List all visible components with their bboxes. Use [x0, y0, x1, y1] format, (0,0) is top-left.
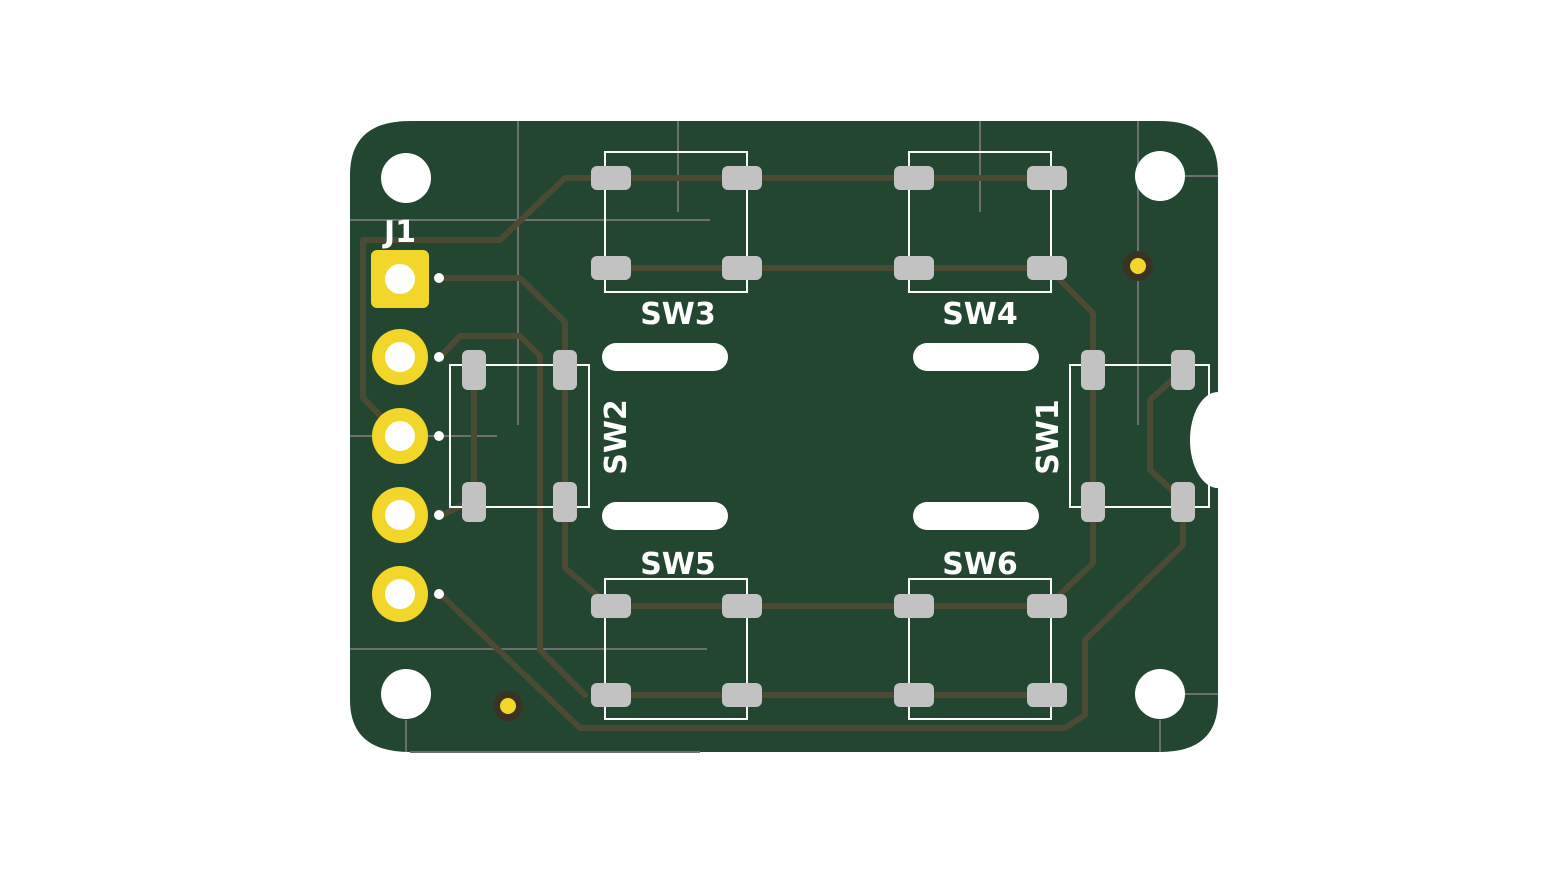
connector-j1: [371, 250, 444, 622]
mounting-hole-bottom-left: [381, 669, 431, 719]
sw2-outline: [449, 364, 590, 508]
mounting-hole-top-left: [381, 153, 431, 203]
switch-slots: [602, 343, 1039, 530]
label-sw5: SW5: [640, 547, 716, 582]
sw6-outline: [908, 578, 1052, 720]
slot-bottom-left: [602, 502, 728, 530]
slot-bottom-right: [913, 502, 1039, 530]
sw1-outline: [1069, 364, 1210, 508]
label-sw2: SW2: [599, 399, 634, 475]
fiducials: [493, 251, 1153, 721]
mounting-hole-bottom-right: [1135, 669, 1185, 719]
sw5-outline: [604, 578, 748, 720]
switch-outlines: [449, 151, 1210, 720]
label-sw6: SW6: [942, 547, 1018, 582]
mounting-hole-top-right: [1135, 151, 1185, 201]
label-j1: J1: [382, 215, 416, 250]
sw4-outline: [908, 151, 1052, 293]
label-sw3: SW3: [640, 297, 716, 332]
mounting-holes: [381, 151, 1185, 719]
label-sw4: SW4: [942, 297, 1018, 332]
slot-top-left: [602, 343, 728, 371]
slot-top-right: [913, 343, 1039, 371]
label-sw1: SW1: [1031, 399, 1066, 475]
sw3-outline: [604, 151, 748, 293]
smd-pads: [462, 166, 1195, 707]
pcb-board: [350, 121, 1218, 752]
